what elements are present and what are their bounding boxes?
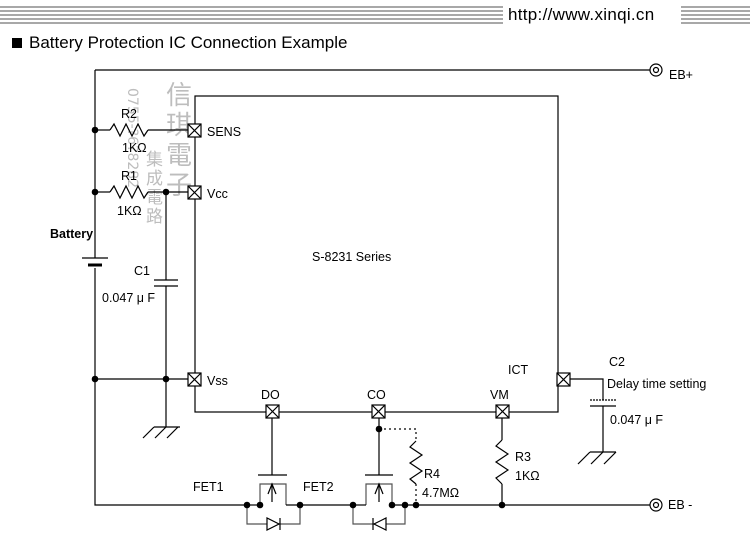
junction-dot [256,501,264,509]
pin-do-label: DO [261,388,280,402]
junction-dot [388,501,396,509]
r4-ref: R4 [424,467,440,481]
page-title-text: Battery Protection IC Connection Example [29,33,348,52]
junction-dot [162,375,170,383]
pin-vcc-box [187,185,202,200]
r1-resistor [109,184,149,200]
junction-dot [91,126,99,134]
r2-ref: R2 [121,107,137,121]
watermark-char: 集 [146,150,163,170]
junction-dot [296,501,304,509]
r3-value: 1KΩ [515,469,540,483]
junction-dot [243,501,251,509]
pin-ict-box [556,372,571,387]
pin-sens-label: SENS [207,125,241,139]
fet1-channel [259,483,287,505]
pin-vm-box [495,404,510,419]
c2-value: 0.047 μ F [610,413,663,427]
watermark-char: 電 [146,188,163,208]
fet2-label: FET2 [303,480,334,494]
c2-note: Delay time setting [607,377,706,391]
pin-vm-label: VM [490,388,509,402]
header-rule-left [0,6,503,28]
r1-value: 1KΩ [117,204,142,218]
r4-value: 4.7MΩ [422,486,459,500]
battery-label: Battery [50,227,93,241]
junction-dot [498,501,506,509]
c1-value: 0.047 μ F [102,291,155,305]
pin-vcc-label: Vcc [207,187,228,201]
pin-vss-box [187,372,202,387]
fet1-label: FET1 [193,480,224,494]
junction-dot [91,188,99,196]
watermark-char: 成 [146,169,163,189]
pin-do-box [265,404,280,419]
pin-sens-box [187,123,202,138]
pin-vss-label: Vss [207,374,228,388]
junction-dot [349,501,357,509]
pin-co-box [371,404,386,419]
watermark-char: 路 [146,207,163,227]
r3-resistor [494,439,510,485]
eb-plus-label: EB+ [669,68,693,82]
junction-dot [162,188,170,196]
r3-ref: R3 [515,450,531,464]
junction-dot [412,501,420,509]
terminal-eb-minus-icon [649,498,663,512]
c2-ref: C2 [609,355,625,369]
c1-ref: C1 [134,264,150,278]
page-title: Battery Protection IC Connection Example [12,33,347,53]
r2-resistor [109,122,149,138]
fet1-diode [266,517,281,531]
battery-symbol [82,257,108,267]
square-bullet-icon [12,38,22,48]
r4-resistor [408,440,424,485]
r2-value: 1KΩ [122,141,147,155]
pin-ict-label: ICT [508,363,529,377]
header-rule-right [681,6,750,28]
watermark-char: 電 [166,141,192,171]
ic-name-label: S-8231 Series [312,250,391,264]
terminal-eb-plus-icon [649,63,663,77]
junction-dot [401,501,409,509]
fet2-diode [372,517,387,531]
watermark-char: 信 [166,81,192,111]
pin-co-label: CO [367,388,386,402]
junction-dot [375,425,383,433]
wires [94,69,650,531]
wire-left-lower [94,268,245,506]
eb-minus-label: EB - [668,498,692,512]
watermark-phone: 0755-?6?8282 [124,88,140,188]
site-url: http://www.xinqi.cn [508,5,655,24]
junctions [91,126,506,509]
r1-ref: R1 [121,169,137,183]
junction-dot [91,375,99,383]
